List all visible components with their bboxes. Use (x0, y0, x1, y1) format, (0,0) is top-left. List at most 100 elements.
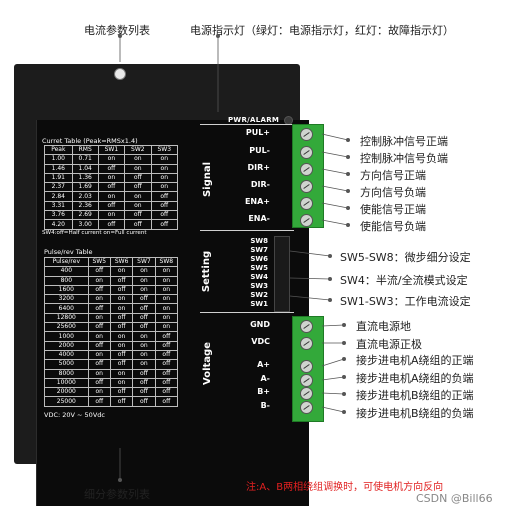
terminal-screw-icon[interactable] (300, 146, 313, 159)
terminal-screw-icon[interactable] (300, 374, 313, 387)
signal-callout-1: 控制脉冲信号正端 (360, 135, 448, 148)
signal-terminal-pulplus: PUL+ (245, 128, 270, 137)
leader-dot (118, 34, 122, 38)
leader-dot (216, 34, 220, 38)
power-callout-6: 接步进电机B绕组的负端 (356, 407, 474, 420)
switch-label-sw6: SW6 (250, 255, 268, 263)
leader-power (321, 358, 345, 367)
terminal-screw-icon[interactable] (300, 360, 313, 373)
dip-switch-block[interactable] (274, 236, 290, 312)
terminal-screw-icon[interactable] (300, 180, 313, 193)
leader-dot (342, 410, 346, 414)
leader-dot (328, 277, 332, 281)
leader-setting (289, 295, 331, 301)
terminal-screw-icon[interactable] (300, 320, 313, 333)
pulse-table-cell: off (154, 396, 179, 407)
leader-dot (346, 223, 350, 227)
signal-callout-3: 方向信号正端 (360, 169, 426, 182)
leader-signal (321, 219, 349, 226)
leader-setting (289, 277, 331, 280)
divider-top (200, 124, 294, 125)
power-terminal-aplus: A+ (257, 360, 270, 369)
switch-label-sw8: SW8 (250, 237, 268, 245)
divider-setting-voltage (200, 312, 294, 313)
leader-dot (328, 254, 332, 258)
signal-callout-6: 使能信号负端 (360, 220, 426, 233)
setting-callout-1: SW5-SW8：微步细分设定 (340, 251, 471, 264)
signal-terminal-dirplus: DIR+ (247, 163, 270, 172)
switch-label-sw7: SW7 (250, 246, 268, 254)
terminal-screw-icon[interactable] (300, 128, 313, 141)
signal-terminal-enaminus: ENA- (248, 214, 270, 223)
power-callout-4: 接步进电机A绕组的负端 (356, 372, 474, 385)
switch-label-sw4: SW4 (250, 273, 268, 281)
leader-dot (328, 298, 332, 302)
power-terminal-bplus: B+ (257, 387, 270, 396)
signal-terminal-block (292, 124, 324, 228)
leader-dot (342, 357, 346, 361)
switch-label-sw3: SW3 (250, 282, 268, 290)
power-callout-3: 接步进电机A绕组的正端 (356, 354, 474, 367)
watermark: CSDN @Bill66 (416, 492, 493, 505)
signal-callout-2: 控制脉冲信号负端 (360, 152, 448, 165)
power-terminal-aminus: A- (260, 374, 270, 383)
leader-dot (342, 341, 346, 345)
power-terminal-bminus: B- (260, 401, 270, 410)
power-terminal-gnd: GND (250, 320, 270, 329)
leader-signal (321, 168, 349, 175)
leader-setting (289, 250, 331, 257)
leader-dot (346, 206, 350, 210)
leader-dot (346, 138, 350, 142)
leader-signal (321, 133, 349, 141)
leader-power (321, 392, 345, 395)
leader-dot (346, 155, 350, 159)
leader-signal (321, 202, 349, 209)
power-callout-2: 直流电源正极 (356, 338, 422, 351)
current-table-title: Curret Table (Peak=RMSx1.4) (42, 137, 138, 145)
terminal-screw-icon[interactable] (300, 197, 313, 210)
terminal-screw-icon[interactable] (300, 163, 313, 176)
callout-pulse-table: 细分参数列表 (84, 488, 150, 501)
switch-label-sw1: SW1 (250, 300, 268, 308)
leader-dot (342, 392, 346, 396)
leader-dot (118, 478, 122, 482)
signal-terminal-dirminus: DIR- (250, 180, 270, 189)
terminal-screw-icon[interactable] (300, 387, 313, 400)
signal-terminal-enaplus: ENA+ (244, 197, 270, 206)
leader-dot (346, 172, 350, 176)
signal-callout-4: 方向信号负端 (360, 186, 426, 199)
power-callout-1: 直流电源地 (356, 320, 411, 333)
signal-callout-5: 使能信号正端 (360, 203, 426, 216)
callout-current-table: 电流参数列表 (84, 24, 150, 37)
switch-label-sw5: SW5 (250, 264, 268, 272)
signal-terminal-pulminus: PUL- (249, 146, 270, 155)
leader-dot (346, 189, 350, 193)
switch-label-sw2: SW2 (250, 291, 268, 299)
current-table-cell: off (150, 219, 179, 230)
divider-signal-setting (200, 230, 294, 231)
pwr-alarm-label: PWR/ALARM (228, 116, 280, 124)
leader-signal (321, 151, 349, 158)
power-callout-5: 接步进电机B绕组的正端 (356, 389, 474, 402)
terminal-screw-icon[interactable] (300, 214, 313, 227)
power-terminal-vdc: VDC (251, 337, 270, 346)
setting-callout-3: SW1-SW3：工作电流设定 (340, 295, 471, 308)
mount-hole-top (114, 68, 126, 80)
leader-dot (342, 323, 346, 327)
terminal-screw-icon[interactable] (300, 401, 313, 414)
leader-signal (321, 185, 349, 192)
pulse-table-title: Pulse/rev Table (44, 248, 93, 256)
leader-dot (342, 375, 346, 379)
sw4-note: SW4:off=Half current on=Full current (42, 230, 147, 236)
terminal-screw-icon[interactable] (300, 337, 313, 350)
callout-power-indicator: 电源指示灯（绿灯：电源指示灯，红灯：故障指示灯） (190, 24, 454, 37)
